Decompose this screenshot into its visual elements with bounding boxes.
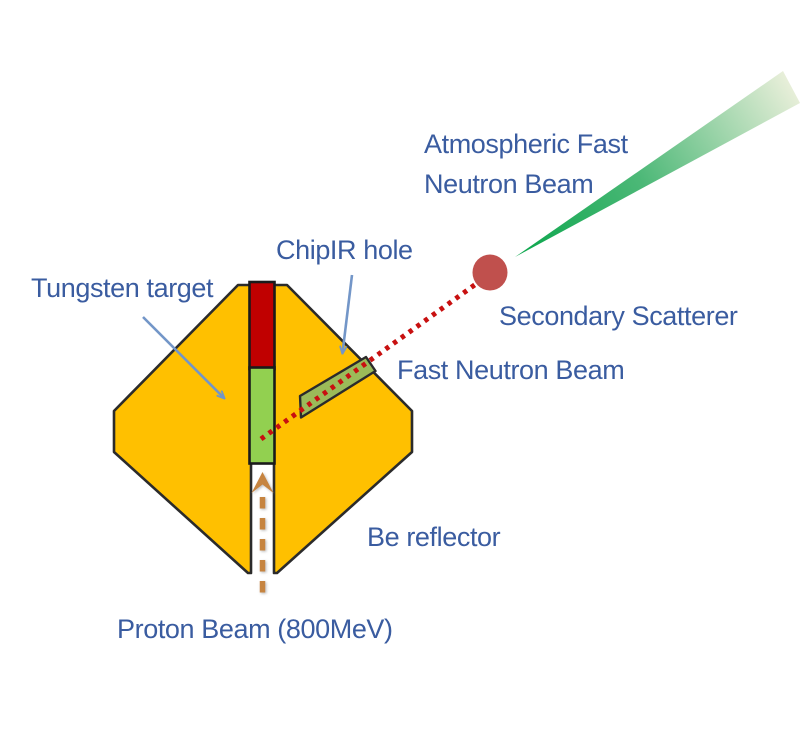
atmospheric-beam-label: Atmospheric Fast Neutron Beam	[424, 124, 628, 204]
secondary-scatterer-label: Secondary Scatterer	[499, 301, 738, 331]
proton-beam-arrowhead	[251, 472, 274, 493]
tungsten-target-green-segment	[248, 366, 276, 465]
atmospheric-beam-cone	[515, 71, 800, 257]
fast-neutron-dotted-path	[259, 273, 489, 442]
tungsten-target-callout-arrow	[142, 316, 224, 398]
chipir-hole-label: ChipIR hole	[276, 235, 413, 265]
secondary-scatterer-dot	[472, 254, 508, 291]
tungsten-target-label: Tungsten target	[31, 273, 214, 303]
be-reflector-label: Be reflector	[367, 522, 501, 552]
fast-neutron-beam-label: Fast Neutron Beam	[397, 355, 625, 385]
chipir-hole-callout-arrow	[343, 274, 354, 353]
atmospheric-beam-label-line2: Neutron Beam	[424, 169, 594, 199]
tungsten-target-red-segment	[248, 280, 276, 371]
proton-beam-label: Proton Beam (800MeV)	[117, 614, 393, 644]
be-reflector-right-half	[272, 283, 414, 575]
be-reflector-left-half	[112, 283, 253, 575]
proton-beam-arrow	[251, 472, 274, 601]
atmospheric-beam-label-line1: Atmospheric Fast	[424, 129, 628, 159]
